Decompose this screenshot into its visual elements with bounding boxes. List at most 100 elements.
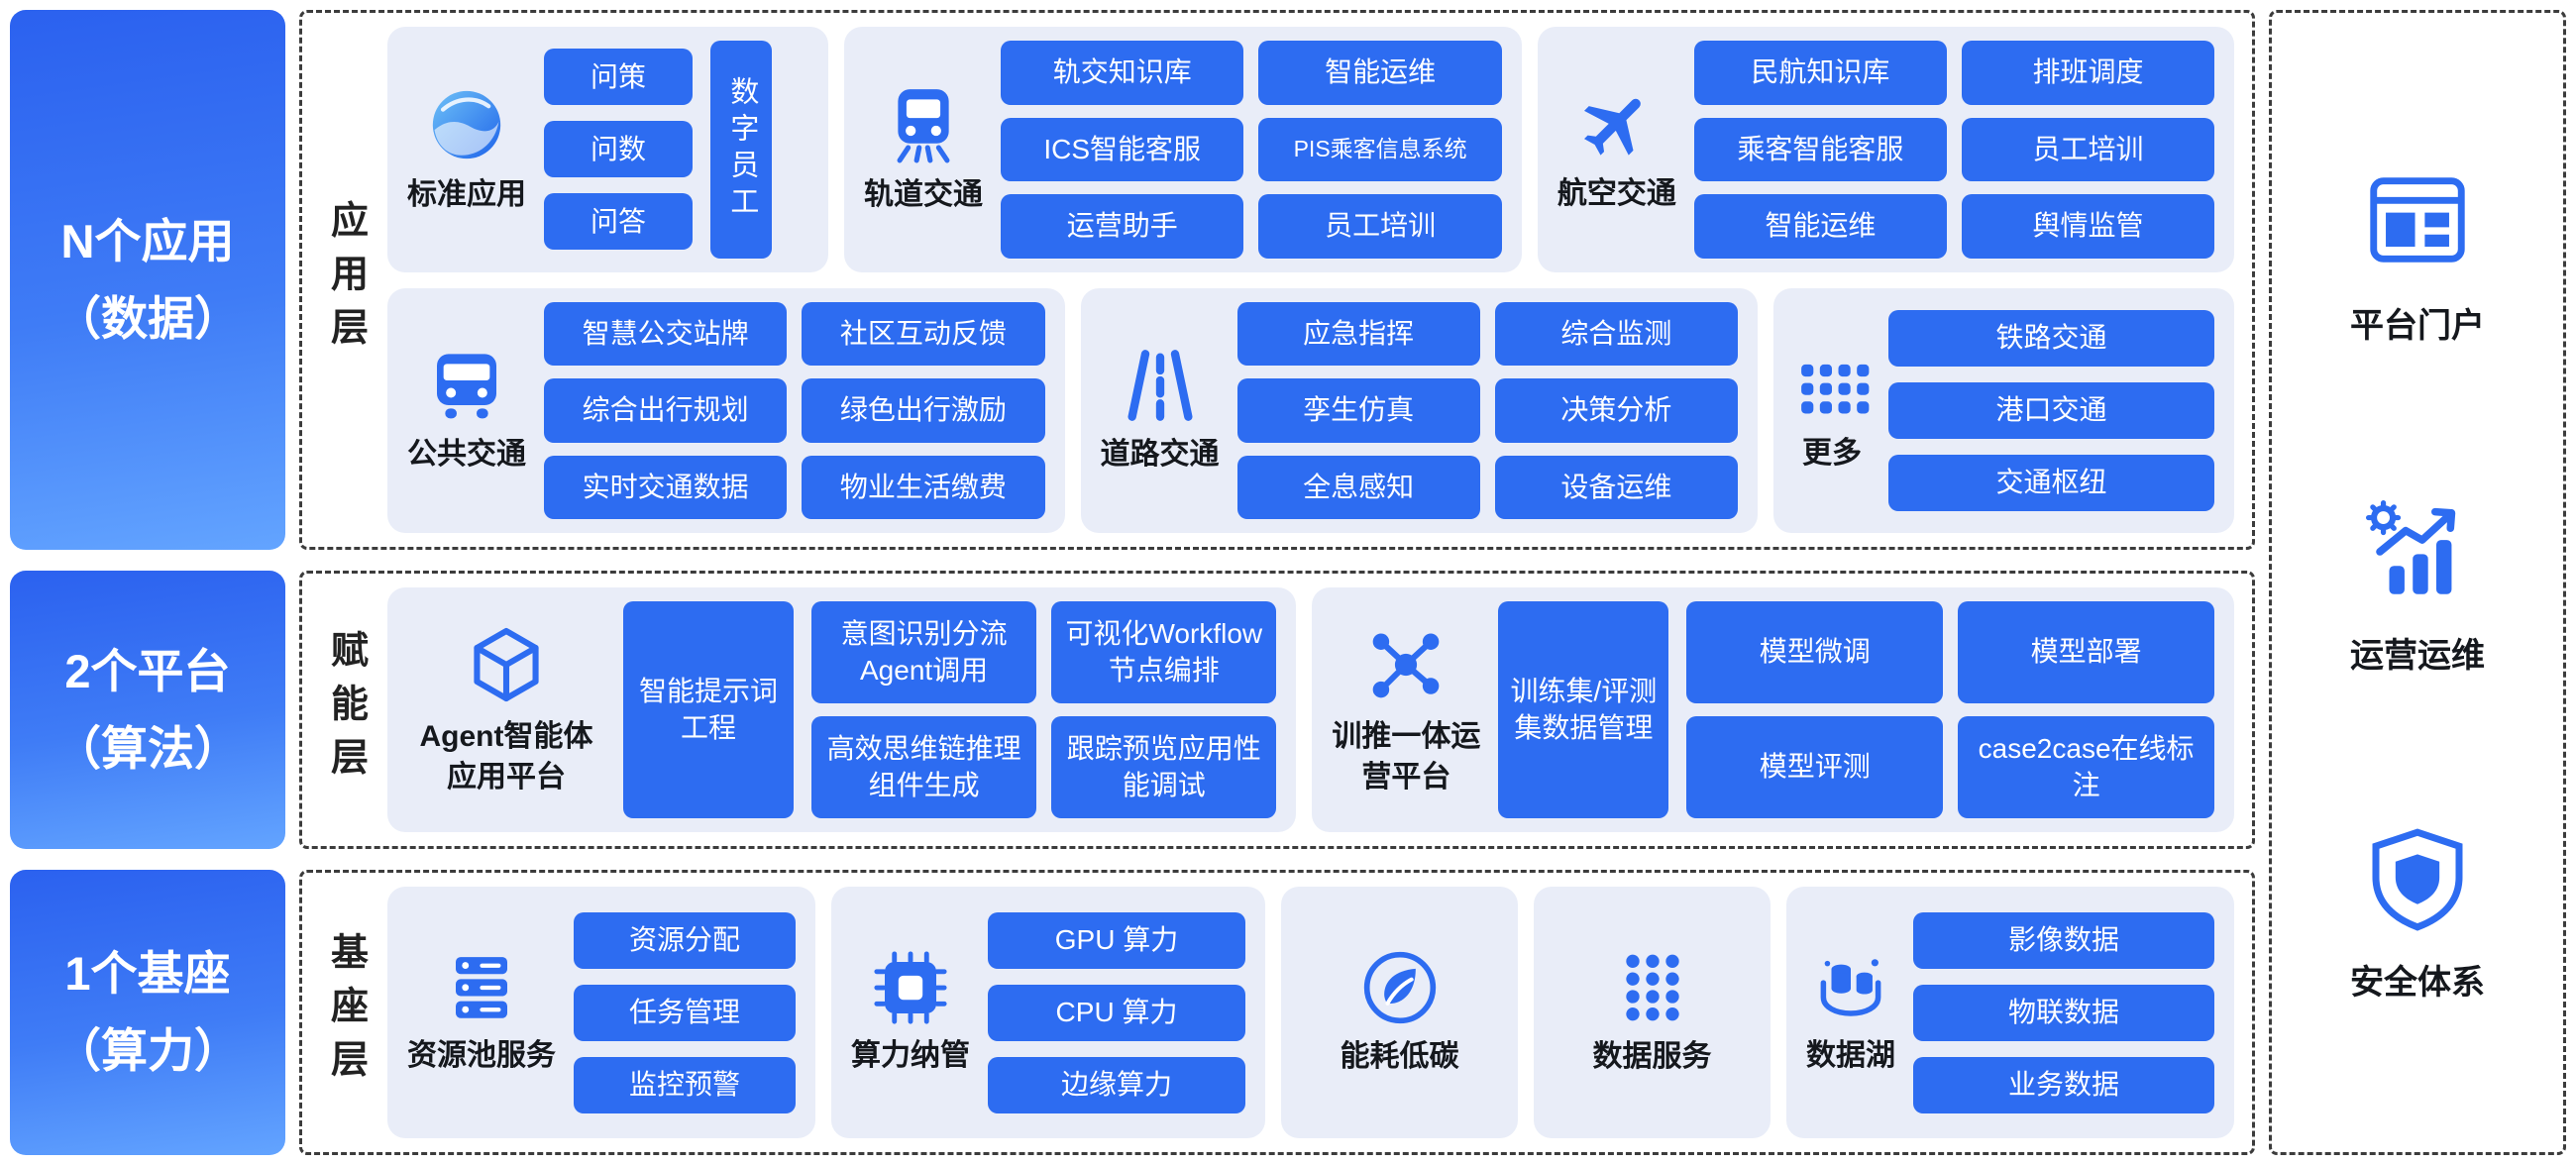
card-title: 算力纳管 bbox=[851, 1038, 970, 1072]
card-title: 数据服务 bbox=[1592, 1039, 1712, 1073]
pill-button: 跟踪预览应用性能调试 bbox=[1051, 716, 1277, 818]
pill-button: 交通枢纽 bbox=[1888, 454, 2214, 511]
card-compute-management: 算力纳管 GPU 算力 CPU 算力 边缘算力 bbox=[831, 887, 1265, 1138]
layer-label-base: 基座层 bbox=[324, 932, 367, 1093]
card-title: 能耗低碳 bbox=[1340, 1039, 1459, 1073]
pill-button: CPU 算力 bbox=[988, 984, 1245, 1041]
button-grid: 民航知识库 排班调度 乘客智能客服 员工培训 智能运维 舆情监管 bbox=[1693, 41, 2214, 259]
right-item-portal: 平台门户 bbox=[2350, 161, 2485, 347]
pill-button: 影像数据 bbox=[1913, 911, 2214, 969]
card-identity: 航空交通 bbox=[1557, 85, 1676, 215]
pill-button: 舆情监管 bbox=[1961, 194, 2214, 259]
road-icon bbox=[1121, 346, 1200, 425]
button-column: 资源分配 任务管理 监控预警 bbox=[574, 911, 796, 1113]
card-title: 训推一体运营平台 bbox=[1332, 720, 1481, 794]
card-title: 轨道交通 bbox=[864, 177, 983, 211]
card-training-platform: 训推一体运营平台 训练集/评测集数据管理 模型微调 模型部署 模型评测 case… bbox=[1312, 587, 2234, 832]
pill-button: 港口交通 bbox=[1888, 381, 2214, 439]
rail-box-base: 1个基座 （算力） bbox=[10, 870, 285, 1155]
button-grid: 意图识别分流Agent调用 可视化Workflow节点编排 高效思维链推理组件生… bbox=[811, 601, 1277, 818]
network-icon bbox=[1363, 622, 1449, 707]
right-item-label: 运营运维 bbox=[2350, 636, 2485, 675]
rail-box-line1: 1个基座 bbox=[64, 947, 231, 1001]
pill-button: 问答 bbox=[544, 193, 693, 251]
train-icon bbox=[883, 84, 964, 165]
pill-button: 决策分析 bbox=[1494, 378, 1738, 443]
right-item-label: 平台门户 bbox=[2350, 306, 2485, 345]
leaf-icon bbox=[1360, 948, 1440, 1027]
pill-button: 铁路交通 bbox=[1888, 309, 2214, 367]
pill-button: 乘客智能客服 bbox=[1693, 117, 1947, 181]
pill-button: 监控预警 bbox=[574, 1056, 796, 1113]
layer-label-enable: 赋能层 bbox=[324, 629, 367, 791]
pill-button: 民航知识库 bbox=[1693, 41, 1947, 105]
card-title: 数据湖 bbox=[1806, 1038, 1895, 1072]
button-grid: 模型微调 模型部署 模型评测 case2case在线标注 bbox=[1686, 601, 2214, 818]
pill-button: 资源分配 bbox=[574, 911, 796, 969]
button-grid: 应急指挥 综合监测 孪生仿真 决策分析 全息感知 设备运维 bbox=[1236, 301, 1738, 519]
card-identity: 道路交通 bbox=[1101, 346, 1220, 476]
enablement-layer: 赋能层 Agent智能体应用平台 智能提示词工程 意图识别分流Agent调用 可… bbox=[299, 571, 2255, 849]
tall-pill-button: 智能提示词工程 bbox=[623, 601, 794, 818]
rail-box-line2: （算力） bbox=[54, 1024, 241, 1077]
button-grid: 智慧公交站牌 社区互动反馈 综合出行规划 绿色出行激励 实时交通数据 物业生活缴… bbox=[544, 301, 1045, 519]
card-identity: Agent智能体应用平台 bbox=[407, 622, 605, 797]
pill-button: 智能运维 bbox=[1693, 194, 1947, 259]
card-public-transit: 公共交通 智慧公交站牌 社区互动反馈 综合出行规划 绿色出行激励 实时交通数据 … bbox=[387, 287, 1065, 533]
button-column: GPU 算力 CPU 算力 边缘算力 bbox=[988, 911, 1245, 1113]
shield-icon bbox=[2362, 824, 2473, 935]
pill-button: 业务数据 bbox=[1913, 1056, 2214, 1113]
pill-button: 排班调度 bbox=[1961, 41, 2214, 105]
pill-button: 模型部署 bbox=[1958, 601, 2214, 703]
server-icon bbox=[443, 949, 520, 1026]
pill-button: 物联数据 bbox=[1913, 984, 2214, 1041]
pill-button: 全息感知 bbox=[1236, 455, 1480, 519]
card-road-traffic: 道路交通 应急指挥 综合监测 孪生仿真 决策分析 全息感知 设备运维 bbox=[1080, 287, 1758, 533]
more-grid-icon bbox=[1793, 347, 1871, 424]
card-title: 标准应用 bbox=[407, 177, 526, 211]
pill-button: ICS智能客服 bbox=[1001, 117, 1244, 181]
right-panel: 平台门户 运营运维 安全体系 bbox=[2269, 10, 2566, 1155]
right-item-security: 安全体系 bbox=[2350, 824, 2485, 1004]
data-lake-icon bbox=[1812, 949, 1889, 1026]
card-identity: 更多 bbox=[1793, 347, 1871, 475]
card-data-service: 数据服务 bbox=[1534, 887, 1771, 1138]
rail-box-line2: （算法） bbox=[54, 721, 241, 775]
card-identity: 资源池服务 bbox=[407, 949, 556, 1077]
base-layer: 基座层 资源池服务 资源分配 任务管理 监控预警 bbox=[299, 870, 2255, 1155]
pill-button: 孪生仿真 bbox=[1236, 378, 1480, 443]
plane-icon bbox=[1577, 85, 1657, 164]
pill-button: 智能运维 bbox=[1258, 41, 1502, 105]
card-data-lake: 数据湖 影像数据 物联数据 业务数据 bbox=[1786, 887, 2234, 1138]
button-column: 影像数据 物联数据 业务数据 bbox=[1913, 911, 2214, 1113]
layer-label-app: 应用层 bbox=[324, 199, 367, 361]
pill-button: 高效思维链推理组件生成 bbox=[811, 716, 1037, 818]
card-identity: 轨道交通 bbox=[864, 84, 983, 216]
card-more: 更多 铁路交通 港口交通 交通枢纽 bbox=[1773, 287, 2234, 533]
pill-button: 模型微调 bbox=[1686, 601, 1944, 703]
pill-button: 实时交通数据 bbox=[544, 455, 788, 519]
pill-button: 应急指挥 bbox=[1236, 301, 1480, 366]
bus-icon bbox=[427, 346, 506, 425]
pill-button: 物业生活缴费 bbox=[802, 455, 1045, 519]
card-identity: 训推一体运营平台 bbox=[1332, 622, 1480, 797]
card-agent-platform: Agent智能体应用平台 智能提示词工程 意图识别分流Agent调用 可视化Wo… bbox=[387, 587, 1297, 832]
button-grid: 轨交知识库 智能运维 ICS智能客服 PIS乘客信息系统 运营助手 员工培训 bbox=[1001, 41, 1502, 259]
tall-pill-button: 训练集/评测集数据管理 bbox=[1498, 601, 1669, 818]
card-rail-transit: 轨道交通 轨交知识库 智能运维 ICS智能客服 PIS乘客信息系统 运营助手 员… bbox=[844, 27, 1522, 272]
card-low-carbon: 能耗低碳 bbox=[1281, 887, 1518, 1138]
right-item-label: 安全体系 bbox=[2350, 964, 2485, 1003]
card-standard-app: 标准应用 问策 问数 问答 数字员工 bbox=[387, 27, 828, 272]
pill-button: 模型评测 bbox=[1686, 716, 1944, 818]
pill-button: 运营助手 bbox=[1001, 194, 1244, 259]
pill-button: 智慧公交站牌 bbox=[544, 301, 788, 366]
button-column: 铁路交通 港口交通 交通枢纽 bbox=[1888, 309, 2214, 511]
portal-icon bbox=[2359, 161, 2476, 278]
card-identity: 数据服务 bbox=[1593, 948, 1712, 1078]
pill-button: 综合监测 bbox=[1494, 301, 1738, 366]
pill-button: 员工培训 bbox=[1258, 194, 1502, 259]
cube-icon bbox=[464, 622, 549, 707]
pill-button: 绿色出行激励 bbox=[802, 378, 1045, 443]
pill-button: 轨交知识库 bbox=[1001, 41, 1244, 105]
